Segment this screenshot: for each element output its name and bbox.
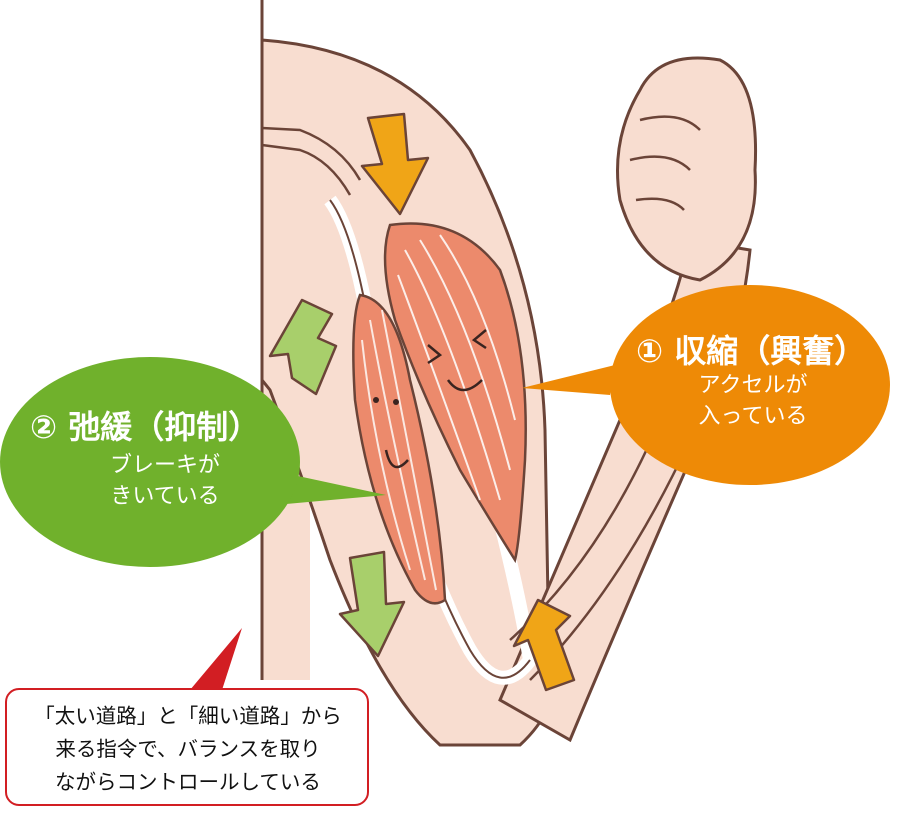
note-callout: 「太い道路」と「細い道路」から 来る指令で、バランスを取り ながらコントロールし… [5,688,369,806]
note-line: 「太い道路」と「細い道路」から [34,704,342,728]
note-line: 来る指令で、バランスを取り [55,737,321,761]
contraction-bubble [522,285,890,485]
arrow-down-icon [360,112,430,216]
relaxation-bubble [0,357,386,567]
relaxation-description: ブレーキが きいている [80,450,250,512]
relaxation-line: ブレーキが [109,453,220,478]
contraction-description: アクセルが 入っている [668,370,838,432]
triceps-muscle [352,293,447,605]
biceps-muscle [383,222,527,564]
fist [616,56,758,282]
contraction-line: 入っている [698,404,808,429]
arrow-up-icon [268,298,338,396]
note-pointer [190,628,242,690]
contraction-title: ① 収縮（興奮） [636,332,867,370]
relaxation-title: ② 弛緩（抑制） [30,408,261,446]
contraction-line: アクセルが [698,373,808,398]
arrow-up-icon [512,598,576,692]
relaxation-line: きいている [110,484,220,509]
arrow-down-icon [338,550,406,658]
note-line: ながらコントロールしている [55,770,321,794]
